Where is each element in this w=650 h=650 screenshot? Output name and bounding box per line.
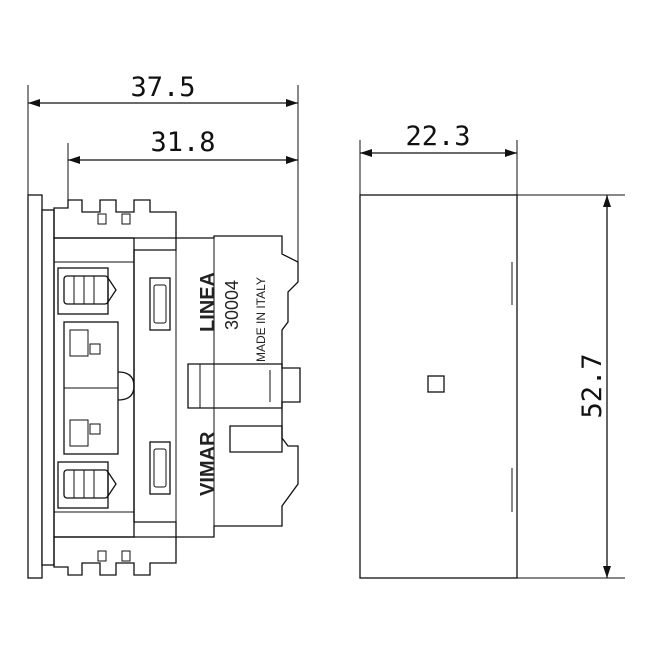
rocker-recess xyxy=(187,363,283,409)
series-marking: LINEA xyxy=(197,272,219,332)
lower-clip xyxy=(53,536,177,576)
snap-slot xyxy=(153,284,167,324)
terminal-housing xyxy=(57,267,109,315)
rocker-face xyxy=(359,194,518,579)
dimension-height: 52.7 xyxy=(577,353,608,418)
mechanism-slot xyxy=(69,419,89,447)
screw-tip xyxy=(107,277,117,303)
snap-slot xyxy=(153,448,167,488)
part-number-marking: 30004 xyxy=(222,280,242,330)
contact-pin xyxy=(89,423,101,435)
screw-head xyxy=(63,469,109,499)
dimension-width: 22.3 xyxy=(405,121,470,152)
mechanism-slot xyxy=(69,329,89,357)
front-view: 22.3 52.7 xyxy=(359,121,625,579)
plate-step xyxy=(41,209,55,566)
front-plate xyxy=(27,194,43,579)
indicator-light xyxy=(427,375,445,393)
upper-clip-slot xyxy=(121,213,131,225)
middle-mechanism xyxy=(63,321,135,455)
upper-snap-window xyxy=(149,277,171,331)
pivot-bump xyxy=(117,371,135,401)
brand-marking: VIMAR xyxy=(197,431,219,496)
lower-clip-slot xyxy=(97,550,107,562)
contact-pin xyxy=(89,343,101,355)
lower-recess xyxy=(229,425,283,453)
upper-clip-slot xyxy=(97,213,107,225)
snap-frame xyxy=(149,441,171,495)
upper-screw-terminal xyxy=(57,267,117,315)
lower-clip-slot xyxy=(121,550,131,562)
dimension-overall-depth: 37.5 xyxy=(130,72,195,103)
screw-head xyxy=(63,275,109,305)
main-body xyxy=(133,235,301,538)
upper-clip xyxy=(53,199,177,239)
screw-tip xyxy=(107,471,117,497)
side-view: 37.5 31.8 xyxy=(27,72,301,579)
dimension-inner-depth: 31.8 xyxy=(150,127,215,158)
lower-snap-window xyxy=(149,441,171,495)
origin-marking: MADE IN ITALY xyxy=(254,277,268,362)
lower-screw-terminal xyxy=(57,461,117,509)
terminal-housing xyxy=(57,461,109,509)
snap-frame xyxy=(149,277,171,331)
